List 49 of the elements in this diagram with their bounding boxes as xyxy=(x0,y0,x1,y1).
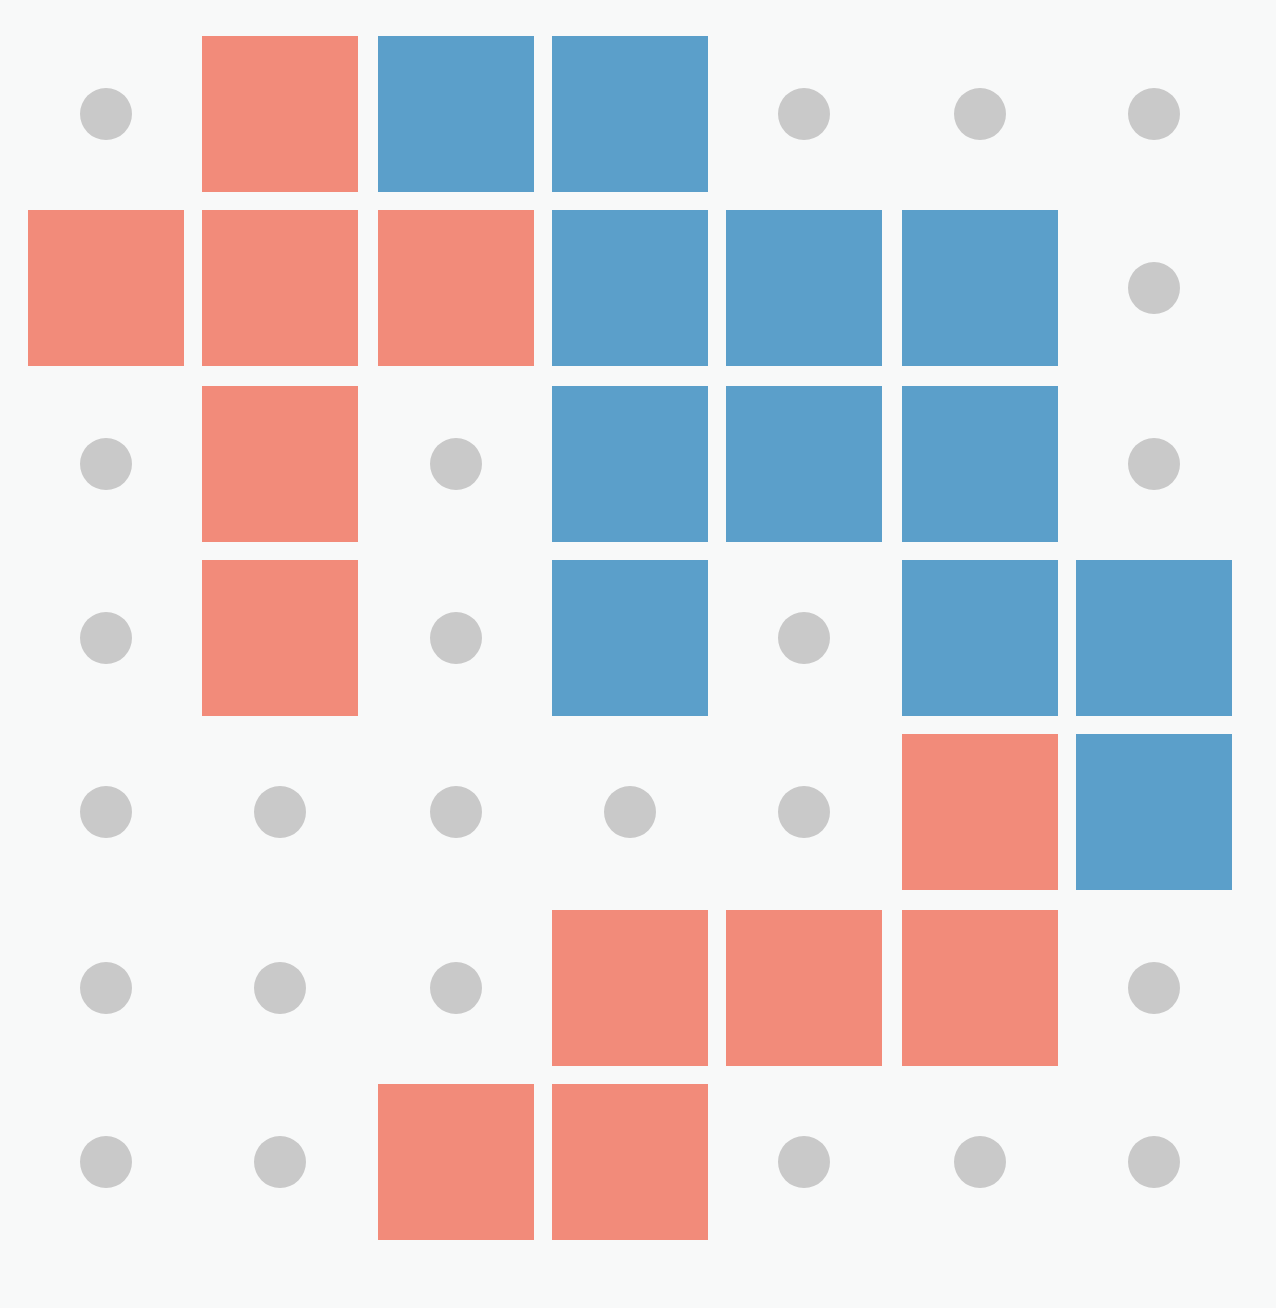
square xyxy=(901,734,1057,891)
square xyxy=(202,385,359,542)
square xyxy=(377,210,534,367)
dot xyxy=(80,961,132,1013)
dot xyxy=(80,1135,132,1188)
dot xyxy=(778,611,831,664)
square xyxy=(1075,559,1232,716)
dot xyxy=(429,961,482,1013)
square xyxy=(551,385,708,542)
dot xyxy=(80,786,132,839)
square xyxy=(901,210,1057,367)
dot xyxy=(80,437,132,490)
square xyxy=(551,909,708,1065)
square xyxy=(551,210,708,367)
dot xyxy=(1127,262,1180,315)
dot xyxy=(953,1135,1005,1188)
dot xyxy=(80,611,132,664)
dot xyxy=(778,786,831,839)
dot xyxy=(1127,961,1180,1013)
dot xyxy=(254,786,307,839)
square xyxy=(551,1083,708,1240)
square xyxy=(377,36,534,192)
square xyxy=(726,909,883,1065)
dot xyxy=(429,437,482,490)
dot xyxy=(1127,1135,1180,1188)
square xyxy=(726,210,883,367)
dot xyxy=(1127,437,1180,490)
square xyxy=(1075,734,1232,891)
dot xyxy=(254,1135,307,1188)
square xyxy=(551,559,708,716)
square xyxy=(901,385,1057,542)
square xyxy=(377,1083,534,1240)
square xyxy=(202,559,359,716)
dot xyxy=(603,786,656,839)
dot xyxy=(80,88,132,140)
square xyxy=(551,36,708,192)
dot xyxy=(953,88,1005,140)
square xyxy=(28,210,184,367)
square xyxy=(726,385,883,542)
dot xyxy=(429,786,482,839)
square xyxy=(202,210,359,367)
square xyxy=(202,36,359,192)
square xyxy=(901,559,1057,716)
dot xyxy=(778,88,831,140)
square xyxy=(901,909,1057,1065)
dot xyxy=(778,1135,831,1188)
dot xyxy=(254,961,307,1013)
dot xyxy=(1127,88,1180,140)
dot xyxy=(429,611,482,664)
